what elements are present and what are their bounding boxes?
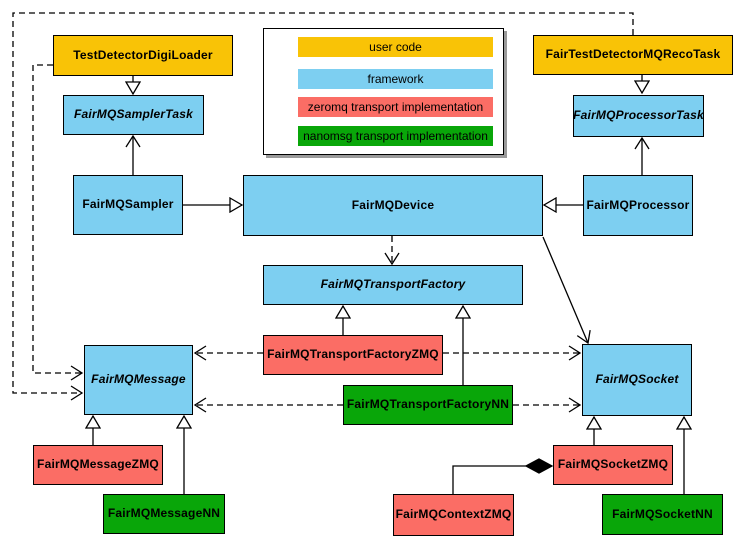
legend-swatch-framework: framework	[298, 69, 493, 89]
class-box-fairmqtransportfactorynn: FairMQTransportFactoryNN	[343, 385, 513, 425]
legend-label-framework: framework	[367, 72, 424, 86]
class-box-fairmqsocket: FairMQSocket	[582, 344, 692, 416]
legend-swatch-zeromq: zeromq transport implementation	[298, 97, 493, 117]
class-box-fairmqmessagenn: FairMQMessageNN	[103, 494, 225, 534]
legend-swatch-user-code: user code	[298, 37, 493, 57]
edge-device-socket	[542, 236, 591, 345]
legend: user code framework zeromq transport imp…	[263, 28, 504, 155]
edge-recotask-message-dashed	[12, 12, 634, 401]
class-box-fairmqdevice: FairMQDevice	[243, 175, 543, 236]
edge-contextzmq-socketzmq	[452, 465, 526, 494]
class-box-fairmqtransportfactory: FairMQTransportFactory	[263, 265, 523, 305]
class-box-fairmqmessagezmq: FairMQMessageZMQ	[33, 445, 163, 485]
class-box-fairtestdetectormqrecotask: FairTestDetectorMQRecoTask	[533, 35, 733, 75]
class-box-fairmqprocessortask: FairMQProcessorTask	[573, 95, 704, 137]
legend-label-nanomsg: nanomsg transport implementation	[303, 129, 488, 143]
class-box-fairmqsocketnn: FairMQSocketNN	[602, 494, 723, 535]
class-box-fairmqtransportfactoryzmq: FairMQTransportFactoryZMQ	[263, 335, 443, 375]
legend-label-user-code: user code	[369, 40, 422, 54]
class-box-fairmqmessage: FairMQMessage	[84, 345, 193, 415]
composition-diamond	[524, 458, 554, 474]
class-box-fairmqcontextzmq: FairMQContextZMQ	[393, 494, 514, 536]
class-box-fairmqsamplertask: FairMQSamplerTask	[63, 95, 204, 135]
class-box-fairmqprocessor: FairMQProcessor	[583, 175, 693, 236]
edge-digiloader-message-dashed	[32, 64, 84, 381]
legend-swatch-nanomsg: nanomsg transport implementation	[298, 126, 493, 146]
class-box-fairmqsampler: FairMQSampler	[73, 175, 183, 235]
legend-label-zeromq: zeromq transport implementation	[307, 100, 484, 114]
class-box-fairmqsocketzmq: FairMQSocketZMQ	[553, 445, 673, 485]
class-box-testdetectordigiloader: TestDetectorDigiLoader	[53, 35, 233, 76]
